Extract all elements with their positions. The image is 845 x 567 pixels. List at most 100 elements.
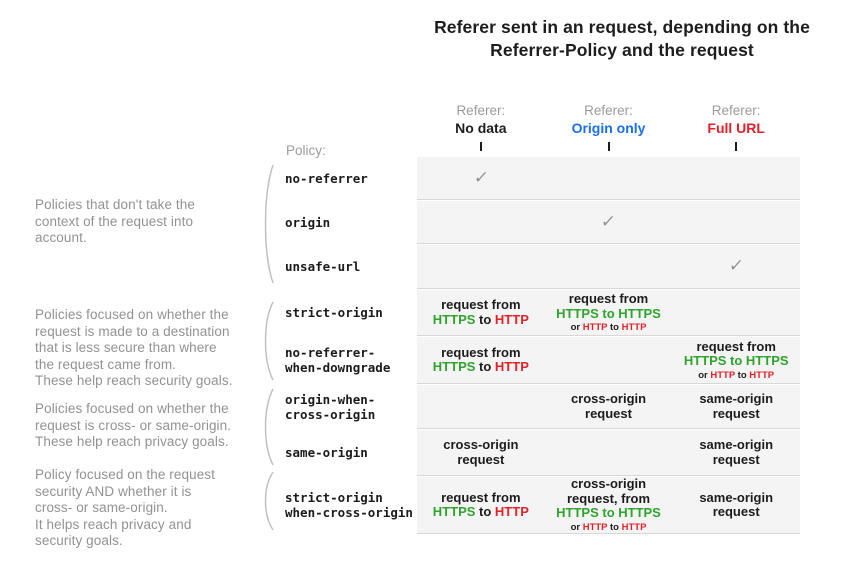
- group-description: Policies focused on whether the request …: [35, 401, 232, 449]
- cell-text-line: request from: [441, 489, 521, 506]
- cell-text-line: same-origin: [699, 489, 774, 506]
- text-segment: or: [570, 521, 583, 533]
- column-header-no-data: Referer: No data: [417, 102, 545, 151]
- header-value-no-data: No data: [455, 120, 507, 136]
- column-header-full-url: Referer: Full URL: [672, 102, 800, 151]
- column-tick-mark: [607, 142, 610, 151]
- empty-cell: [545, 245, 673, 288]
- cell-text-line: cross-origin: [571, 477, 646, 492]
- text-segment: HTTPS: [432, 359, 476, 374]
- group-description: Policies that don't take the context of …: [35, 197, 195, 245]
- text-segment: HTTPS to HTTPS: [556, 305, 661, 321]
- text-segment: HTTP: [494, 311, 529, 327]
- text-segment: HTTP: [582, 521, 608, 533]
- cell-text-line: HTTPS to HTTP: [432, 504, 529, 520]
- policy-column-label: Policy:: [286, 143, 326, 158]
- text-segment: same-origin: [699, 437, 774, 452]
- text-segment: request from: [568, 291, 649, 306]
- policy-table: no-referrer ✓ origin ✓ unsafe-url ✓ strict-ori…: [285, 157, 800, 533]
- cell-text-line: request: [713, 452, 760, 468]
- text-segment: cross-origin: [570, 476, 647, 492]
- group-brace-icon: [264, 301, 274, 381]
- text-segment: request, from: [566, 490, 651, 506]
- group-brace-icon: [264, 388, 274, 466]
- policy-name: no-referrer: [285, 170, 368, 186]
- cell-text-line: or HTTP to HTTP: [571, 522, 647, 533]
- policy-name: origin-when- cross-origin: [285, 391, 376, 422]
- empty-cell: [417, 245, 545, 288]
- cell-text-line: same-origin: [699, 391, 774, 407]
- policy-name: origin: [285, 214, 331, 230]
- table-row: unsafe-url ✓: [285, 245, 800, 288]
- text-segment: HTTP: [494, 504, 529, 519]
- text-segment: cross-origin: [443, 437, 519, 452]
- cell-text-line: HTTPS to HTTPS: [556, 506, 661, 521]
- row-cells: ✓: [417, 201, 800, 243]
- text-segment: request: [585, 405, 632, 421]
- column-headers: Referer: No data Referer: Origin only Re…: [417, 102, 800, 151]
- empty-cell: [417, 201, 545, 243]
- empty-cell: [672, 157, 800, 199]
- text-segment: same-origin: [699, 391, 774, 406]
- text-segment: HTTP: [582, 322, 608, 333]
- text-segment: HTTP: [710, 369, 736, 381]
- header-value-full-url: Full URL: [707, 120, 765, 136]
- empty-cell: [545, 430, 673, 475]
- referer-label: Referer:: [456, 103, 506, 118]
- policy-name: strict-origin when-cross-origin: [285, 490, 413, 520]
- text-segment: cross-origin: [570, 391, 647, 406]
- text-segment: request: [457, 451, 505, 467]
- cell-text-line: request from: [568, 291, 649, 307]
- text-segment: or: [698, 369, 711, 381]
- cell-text-line: request from: [696, 339, 775, 355]
- column-tick-mark: [479, 142, 482, 151]
- column-tick-mark: [735, 142, 738, 151]
- text-segment: to: [475, 311, 495, 327]
- row-cells: ✓: [417, 245, 800, 288]
- cell-text-line: request: [713, 504, 760, 520]
- cell-text-line: HTTPS to HTTPS: [556, 305, 661, 322]
- table-row: origin ✓: [285, 201, 800, 243]
- group-description: Policy focused on the request security A…: [35, 467, 216, 548]
- check-cell: ✓: [545, 201, 673, 243]
- checkmark-icon: ✓: [600, 211, 618, 231]
- text-segment: HTTPS: [432, 311, 476, 327]
- text-segment: HTTPS to HTTPS: [683, 353, 789, 368]
- text-segment: HTTPS: [432, 504, 476, 519]
- cell-text-line: or HTTP to HTTP: [698, 370, 774, 381]
- text-segment: request from: [441, 489, 521, 505]
- text-segment: to: [475, 359, 495, 374]
- group-description: Policies focused on whether the request …: [35, 307, 233, 388]
- text-segment: to: [735, 369, 750, 381]
- empty-cell: [417, 385, 545, 428]
- group-brace-icon: [264, 164, 274, 284]
- text-segment: HTTPS to HTTPS: [556, 505, 661, 521]
- cell-text-line: request from: [441, 297, 520, 313]
- text-segment: HTTP: [621, 521, 647, 533]
- checkmark-icon: ✓: [727, 256, 745, 276]
- text-segment: same-origin: [699, 489, 774, 505]
- cell-text-line: HTTPS to HTTPS: [683, 353, 789, 369]
- row-cells: ✓: [417, 157, 800, 199]
- text-segment: request: [712, 405, 760, 421]
- text-segment: to: [607, 521, 622, 533]
- text-segment: to: [475, 504, 495, 519]
- table-row: no-referrer ✓: [285, 157, 800, 199]
- cell-text-line: cross-origin: [570, 391, 647, 407]
- cell-text-line: HTTPS to HTTP: [432, 359, 529, 375]
- policy-name: unsafe-url: [285, 259, 361, 274]
